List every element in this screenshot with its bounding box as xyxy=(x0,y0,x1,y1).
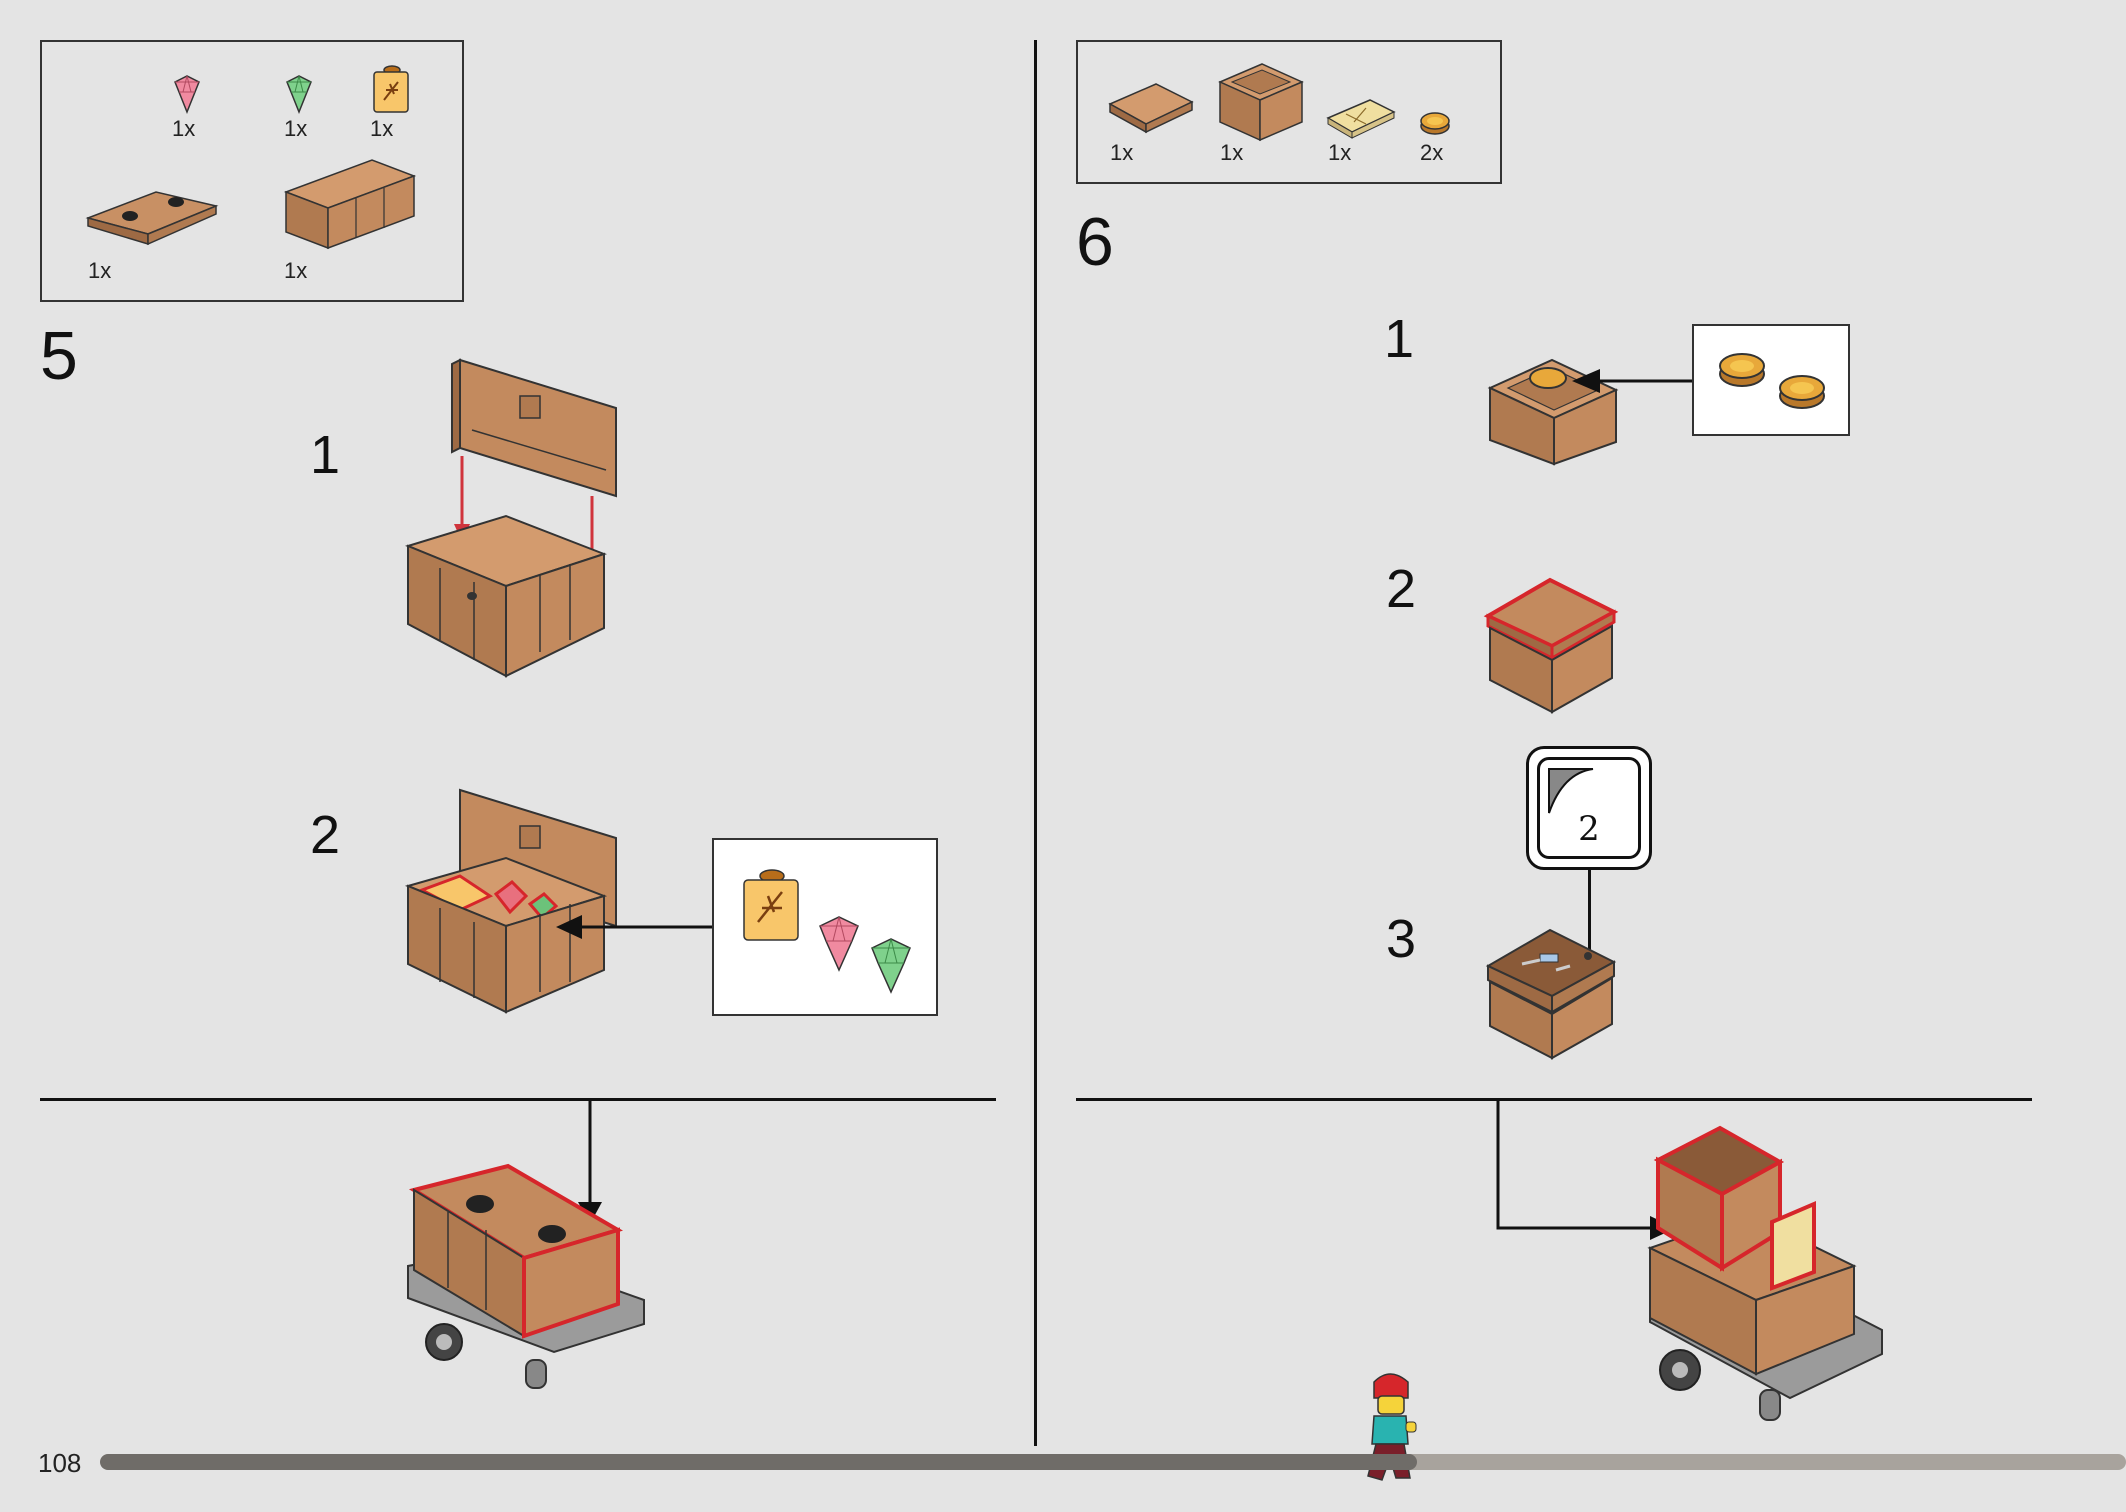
part-qty: 1x xyxy=(88,258,112,283)
chest-lid-attach-icon xyxy=(405,358,617,678)
step5-callout-box xyxy=(712,838,938,1016)
minifigure-icon xyxy=(1367,1373,1417,1481)
right-divider xyxy=(1076,1098,2032,1101)
gold-coin-icon xyxy=(1779,375,1825,409)
part-qty: 1x xyxy=(1328,140,1352,165)
step5-parts-box xyxy=(40,40,464,302)
map-tile-icon xyxy=(1326,99,1396,139)
chest-base-icon xyxy=(283,159,417,250)
step6-parts-box xyxy=(1076,40,1502,184)
part-qty: 1x xyxy=(284,258,308,283)
step6-coin-callout xyxy=(1692,324,1850,436)
pink-gem-icon xyxy=(819,916,859,972)
part-qty: 1x xyxy=(1220,140,1244,165)
closed-box-icon xyxy=(1483,577,1619,714)
stickered-box-icon xyxy=(1485,928,1617,1060)
substep-label: 1 xyxy=(1384,309,1415,369)
brown-plate-icon xyxy=(1108,83,1194,134)
substep-label: 1 xyxy=(310,425,341,485)
amber-brick-icon xyxy=(743,869,799,941)
pink-gem-icon xyxy=(174,75,200,115)
progress-bar-fill xyxy=(100,1454,1417,1470)
part-qty: 1x xyxy=(284,116,308,141)
insert-arrow-icon xyxy=(1572,369,1694,393)
progress-bar xyxy=(100,1454,2126,1470)
green-gem-icon xyxy=(871,938,911,994)
substep-label: 3 xyxy=(1386,909,1417,969)
substep-label: 2 xyxy=(1386,559,1417,619)
part-qty: 1x xyxy=(370,116,394,141)
step-number: 6 xyxy=(1076,204,1114,280)
page-gutter xyxy=(1034,40,1037,1446)
chest-on-cart-result xyxy=(407,1100,645,1389)
sticker-page-icon xyxy=(1548,768,1594,814)
part-qty: 1x xyxy=(1110,140,1134,165)
step-number: 5 xyxy=(40,318,78,394)
box-with-coins-icon xyxy=(1487,358,1619,466)
part-qty: 1x xyxy=(172,116,196,141)
gold-coin-icon xyxy=(1719,353,1765,387)
substep-label: 2 xyxy=(310,805,341,865)
sticker-leader-line xyxy=(1588,870,1591,950)
brown-box-icon xyxy=(1218,63,1304,142)
left-divider xyxy=(40,1098,996,1101)
loaded-cart-result xyxy=(1496,1100,1883,1421)
sticker-sheet-callout: 2 xyxy=(1526,746,1652,870)
chest-lid-icon xyxy=(85,191,219,246)
page-number: 108 xyxy=(38,1448,82,1478)
amber-brick-icon xyxy=(373,65,409,113)
part-qty: 2x xyxy=(1420,140,1444,165)
chest-fill-gems-icon xyxy=(404,788,617,1014)
sticker-sheet-number: 2 xyxy=(1578,809,1600,849)
insert-arrow-icon xyxy=(556,915,714,939)
green-gem-icon xyxy=(286,75,312,115)
gold-coin-icon xyxy=(1420,112,1450,135)
